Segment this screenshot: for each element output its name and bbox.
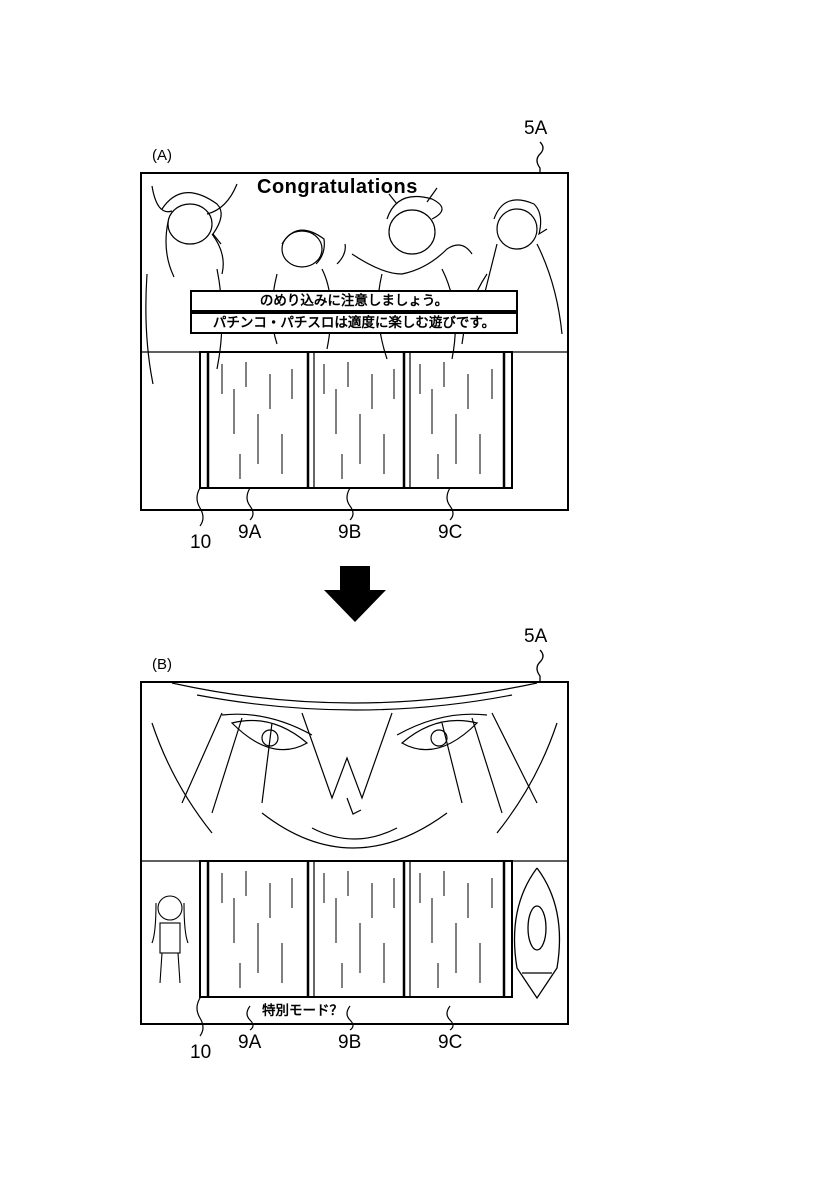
caution-banner-line2: パチンコ・パチスロは適度に楽しむ遊びです。 (190, 312, 518, 334)
reel-ref-label-9a-a: 9A (238, 522, 262, 543)
reel-ref-label-9b-a: 9B (338, 522, 362, 543)
frame-ref-label-b: 10 (190, 1042, 212, 1063)
display-screen-b: 特別モード？ (140, 681, 569, 1025)
reel-frame-b (151, 860, 561, 1000)
screen-ref-label-b: 5A (524, 626, 548, 647)
special-mode-text: 特別モード？ (260, 999, 345, 1019)
caution-banner-line1: のめり込みに注意しましょう。 (190, 290, 518, 312)
reel-ref-label-9c-a: 9C (438, 522, 463, 543)
reel-frame-a (199, 351, 513, 489)
reel-ref-label-9c-b: 9C (438, 1032, 463, 1053)
screen-ref-label-a: 5A (524, 118, 548, 139)
title-congratulations: Congratulations (257, 176, 418, 198)
caption-a: (A) (152, 147, 172, 164)
weapon-icon (513, 867, 561, 1000)
reel-ref-label-9b-b: 9B (338, 1032, 362, 1053)
caption-b: (B) (152, 656, 172, 673)
display-screen-a: Congratulations のめり込みに注意しましょう。 パチンコ・パチスロ… (140, 172, 569, 511)
reel-ref-label-9a-b: 9A (238, 1032, 262, 1053)
characters-illustration-a (142, 183, 567, 385)
frame-ref-label-a: 10 (190, 532, 212, 553)
mini-character-icon (151, 895, 189, 984)
